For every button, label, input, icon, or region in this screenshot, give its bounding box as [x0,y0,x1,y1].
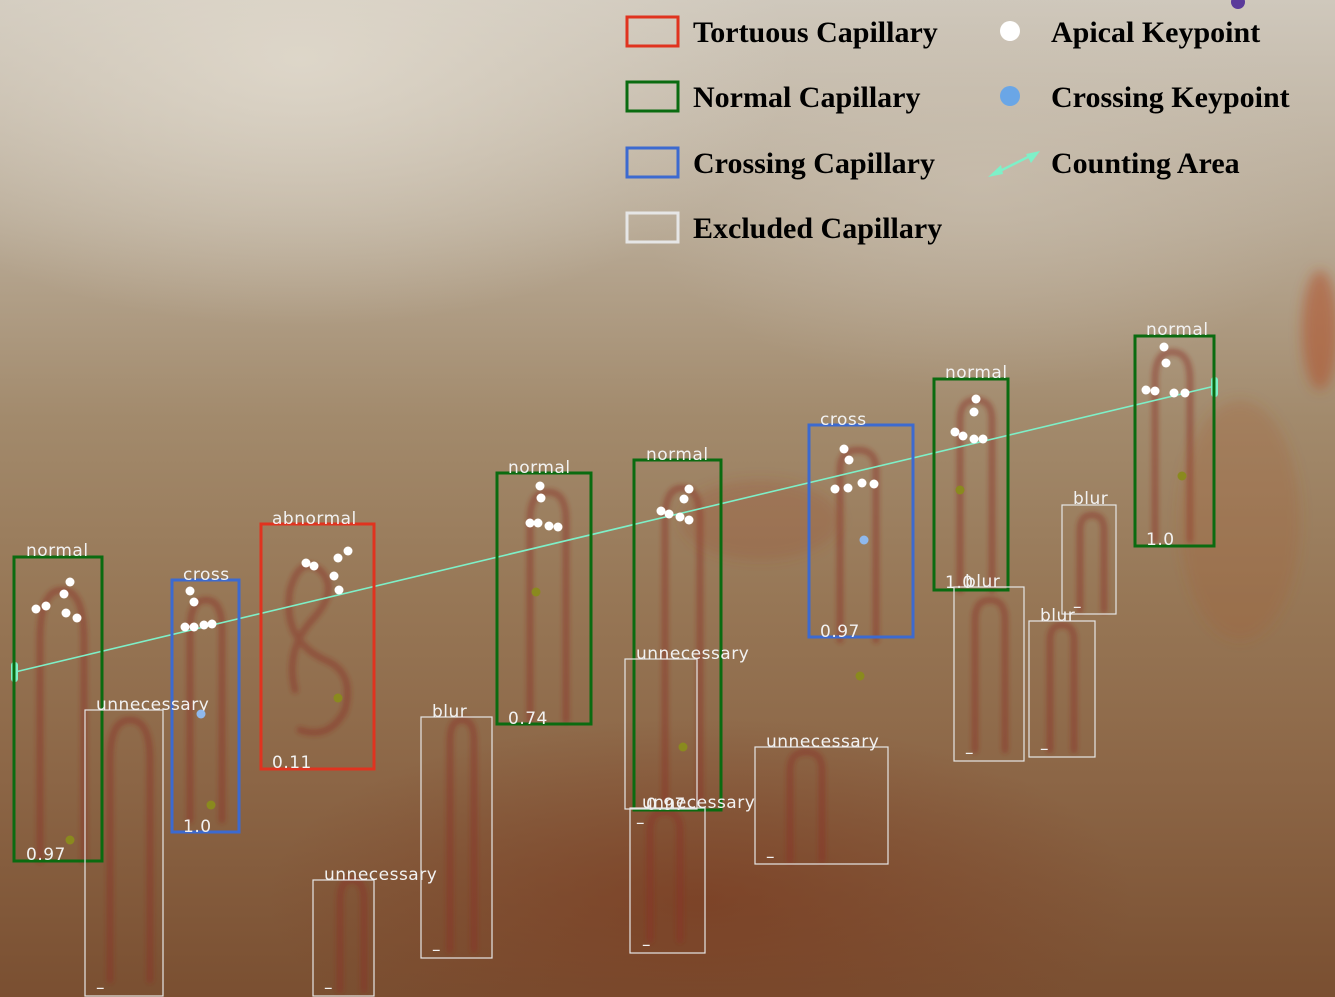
box-n3[interactable]: normal 0.97 [632,445,723,815]
box-e3[interactable]: blur – [420,702,493,960]
box-a1-score: 0.11 [272,753,312,773]
box-c2-label: cross [820,410,867,430]
box-e8-score: – [965,743,974,763]
legend-item-crossing-kp: Crossing Keypoint [1000,81,1290,114]
apical-keypoints [31,342,1190,632]
box-e9-score: – [1040,739,1049,759]
box-e1-label: unnecessary [96,695,209,715]
box-e4-score: – [636,813,645,833]
box-n5[interactable]: normal 1.0 [1133,320,1216,550]
edge-spot [1231,0,1245,9]
box-n3-label: normal [646,445,709,465]
box-n2-label: normal [508,458,571,478]
box-e6[interactable]: unnecessary – [754,732,889,867]
legend-crossing-label: Crossing Capillary [693,147,935,180]
box-e5[interactable]: unnecessary – [629,793,755,955]
legend-item-counting: Counting Area [988,147,1240,180]
box-e4-label: unnecessary [636,644,749,664]
box-n2-score: 0.74 [508,709,548,729]
legend-normal-label: Normal Capillary [693,81,920,114]
box-c2[interactable]: cross 0.97 [807,410,915,642]
box-n5-label: normal [1146,320,1209,340]
box-n4[interactable]: normal 1.0 [932,363,1010,593]
box-e7-label: blur [1073,489,1108,509]
box-e7-score: – [1073,597,1082,617]
box-e3-label: blur [432,702,467,722]
box-n4-label: normal [945,363,1008,383]
box-c1-label: cross [183,565,230,585]
legend-excluded-label: Excluded Capillary [693,212,942,245]
box-e1-score: – [96,978,105,997]
box-e2-score: – [324,978,333,997]
box-n4-score: 1.0 [945,573,974,593]
legend-crossing-kp-label: Crossing Keypoint [1051,81,1290,114]
box-c1[interactable]: cross 1.0 [170,565,241,837]
box-n5-score: 1.0 [1146,530,1175,550]
box-n1-label: normal [26,541,89,561]
apical-keypoint-icon [1000,21,1020,41]
double-arrow-icon [988,151,1040,177]
box-n1[interactable]: normal 0.97 [12,541,104,865]
capillary-vessels [36,348,1194,994]
legend-item-crossing: Crossing Capillary [625,146,935,180]
legend-item-normal: Normal Capillary [625,80,920,114]
box-e5-score: – [642,935,651,955]
box-n2[interactable]: normal 0.74 [495,458,593,729]
legend-item-excluded: Excluded Capillary [625,211,942,245]
box-n1-score: 0.97 [26,845,66,865]
legend-counting-label: Counting Area [1051,147,1240,180]
legend: Tortuous Capillary Normal Capillary Cros… [625,15,1290,245]
legend-item-tortuous: Tortuous Capillary [625,15,938,49]
box-e2[interactable]: unnecessary – [312,865,437,997]
box-a1-label: abnormal [272,509,357,529]
box-c1-score: 1.0 [183,817,212,837]
box-e6-label: unnecessary [766,732,879,752]
box-e6-score: – [766,847,775,867]
box-e2-label: unnecessary [324,865,437,885]
legend-tortuous-label: Tortuous Capillary [693,16,938,49]
box-a1[interactable]: abnormal 0.11 [259,509,376,773]
box-e5-label: unnecessary [642,793,755,813]
box-c2-score: 0.97 [820,622,860,642]
box-e9[interactable]: blur – [1028,606,1096,759]
box-e9-label: blur [1040,606,1075,626]
box-e3-score: – [432,940,441,960]
box-e8[interactable]: blur – [953,572,1025,763]
legend-item-apical: Apical Keypoint [1000,16,1260,49]
box-e8-label: blur [965,572,1000,592]
box-e1[interactable]: unnecessary – [84,695,209,997]
box-e7[interactable]: blur – [1061,489,1117,617]
box-e4[interactable]: unnecessary – [624,644,749,833]
crossing-keypoint-icon [1000,86,1020,106]
crossing-keypoints [196,535,869,719]
legend-apical-label: Apical Keypoint [1051,16,1260,49]
box-n3-score: 0.97 [646,795,686,815]
center-dots [65,471,1187,845]
